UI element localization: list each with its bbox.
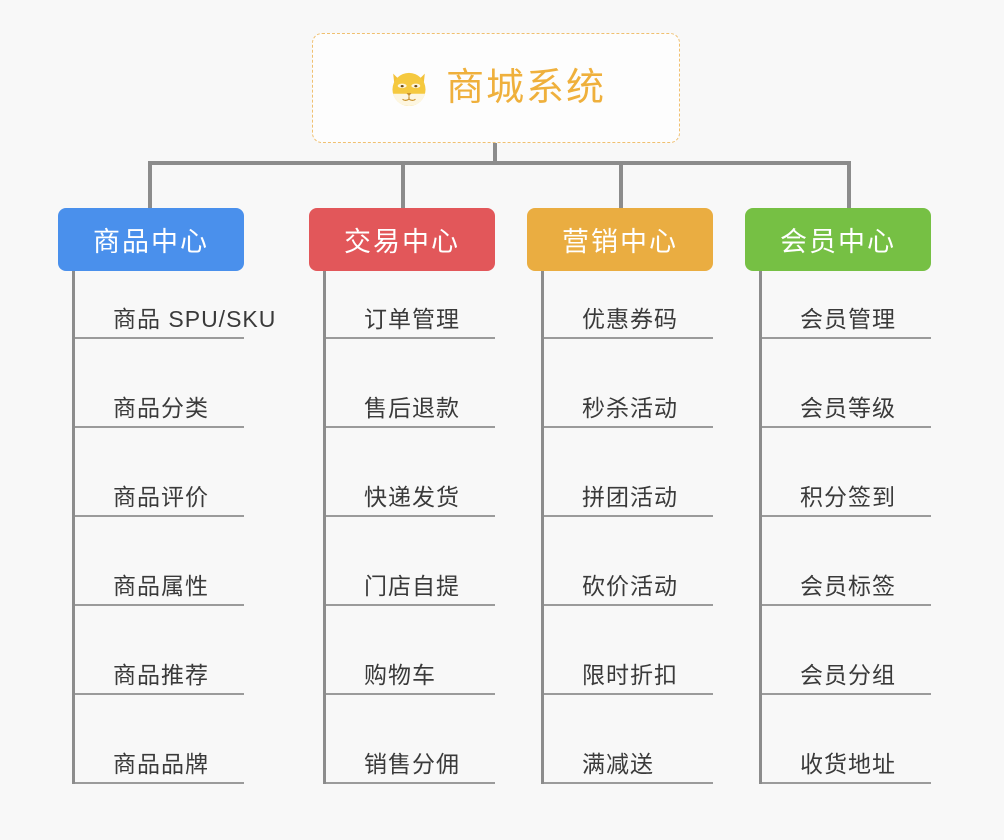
column-marketing-center: 营销中心优惠券码秒杀活动拼团活动砍价活动限时折扣满减送	[527, 208, 713, 784]
leaf-item-label: 收货地址	[800, 750, 896, 777]
leaf-item[interactable]: 限时折扣	[544, 606, 713, 695]
leaf-list-member-center: 会员管理会员等级积分签到会员标签会员分组收货地址	[759, 271, 931, 784]
column-product-center: 商品中心商品 SPU/SKU 商品分类商品评价商品属性商品推荐商品品牌	[58, 208, 275, 784]
horizontal-bus-connector	[148, 161, 850, 165]
leaf-item[interactable]: 商品分类	[75, 339, 244, 428]
drop-connector-product-center	[148, 161, 152, 208]
shiba-dog-face-icon	[386, 65, 432, 111]
leaf-item-label: 会员管理	[800, 305, 896, 332]
category-header-marketing-center[interactable]: 营销中心	[527, 208, 713, 271]
leaf-item[interactable]: 会员管理	[762, 271, 931, 339]
root-title: 商城系统	[445, 67, 606, 109]
leaf-item-label: 商品推荐	[113, 661, 209, 688]
leaf-item[interactable]: 优惠券码	[544, 271, 713, 339]
leaf-item[interactable]: 收货地址	[762, 695, 931, 784]
leaf-list-trade-center: 订单管理售后退款快递发货门店自提购物车销售分佣	[323, 271, 495, 784]
leaf-item-label: 拼团活动	[582, 483, 678, 510]
leaf-item[interactable]: 商品评价	[75, 428, 244, 517]
leaf-item-label: 商品品牌	[113, 750, 209, 777]
leaf-item[interactable]: 会员分组	[762, 606, 931, 695]
leaf-list-marketing-center: 优惠券码秒杀活动拼团活动砍价活动限时折扣满减送	[541, 271, 713, 784]
leaf-item[interactable]: 销售分佣	[326, 695, 495, 784]
category-header-member-center[interactable]: 会员中心	[745, 208, 931, 271]
leaf-item[interactable]: 秒杀活动	[544, 339, 713, 428]
category-header-product-center[interactable]: 商品中心	[58, 208, 244, 271]
column-trade-center: 交易中心订单管理售后退款快递发货门店自提购物车销售分佣	[309, 208, 495, 784]
leaf-item-label: 购物车	[364, 661, 436, 688]
leaf-item[interactable]: 砍价活动	[544, 517, 713, 606]
leaf-item[interactable]: 门店自提	[326, 517, 495, 606]
leaf-item[interactable]: 商品 SPU/SKU	[75, 271, 275, 339]
leaf-item-label: 商品评价	[113, 483, 209, 510]
leaf-item[interactable]: 商品品牌	[75, 695, 244, 784]
category-header-trade-center[interactable]: 交易中心	[309, 208, 495, 271]
leaf-item[interactable]: 会员标签	[762, 517, 931, 606]
leaf-item[interactable]: 商品推荐	[75, 606, 244, 695]
leaf-item[interactable]: 满减送	[544, 695, 713, 784]
leaf-item-label: 销售分佣	[364, 750, 460, 777]
leaf-item-label: 门店自提	[364, 572, 460, 599]
drop-connector-member-center	[847, 161, 851, 208]
root-stem-connector	[493, 143, 497, 163]
column-member-center: 会员中心会员管理会员等级积分签到会员标签会员分组收货地址	[745, 208, 931, 784]
leaf-item-label: 积分签到	[800, 483, 896, 510]
leaf-item-label: 商品属性	[113, 572, 209, 599]
drop-connector-trade-center	[401, 161, 405, 208]
leaf-item[interactable]: 积分签到	[762, 428, 931, 517]
drop-connector-marketing-center	[619, 161, 623, 208]
leaf-list-product-center: 商品 SPU/SKU 商品分类商品评价商品属性商品推荐商品品牌	[72, 271, 275, 784]
leaf-item-label: 秒杀活动	[582, 394, 678, 421]
leaf-item-label: 商品 SPU/SKU	[113, 305, 277, 332]
leaf-item-label: 满减送	[582, 750, 654, 777]
root-node[interactable]: 商城系统	[312, 33, 680, 143]
leaf-item-label: 优惠券码	[582, 305, 678, 332]
leaf-item[interactable]: 购物车	[326, 606, 495, 695]
leaf-item-label: 会员标签	[800, 572, 896, 599]
leaf-item-label: 快递发货	[364, 483, 460, 510]
leaf-item[interactable]: 会员等级	[762, 339, 931, 428]
leaf-item-label: 会员分组	[800, 661, 896, 688]
leaf-item-label: 限时折扣	[582, 661, 678, 688]
leaf-item-label: 砍价活动	[582, 572, 678, 599]
leaf-item-label: 售后退款	[364, 394, 460, 421]
leaf-item[interactable]: 商品属性	[75, 517, 244, 606]
leaf-item[interactable]: 拼团活动	[544, 428, 713, 517]
leaf-item-label: 商品分类	[113, 394, 209, 421]
leaf-item[interactable]: 订单管理	[326, 271, 495, 339]
leaf-item-label: 订单管理	[364, 305, 460, 332]
leaf-item[interactable]: 快递发货	[326, 428, 495, 517]
leaf-item-label: 会员等级	[800, 394, 896, 421]
leaf-item[interactable]: 售后退款	[326, 339, 495, 428]
